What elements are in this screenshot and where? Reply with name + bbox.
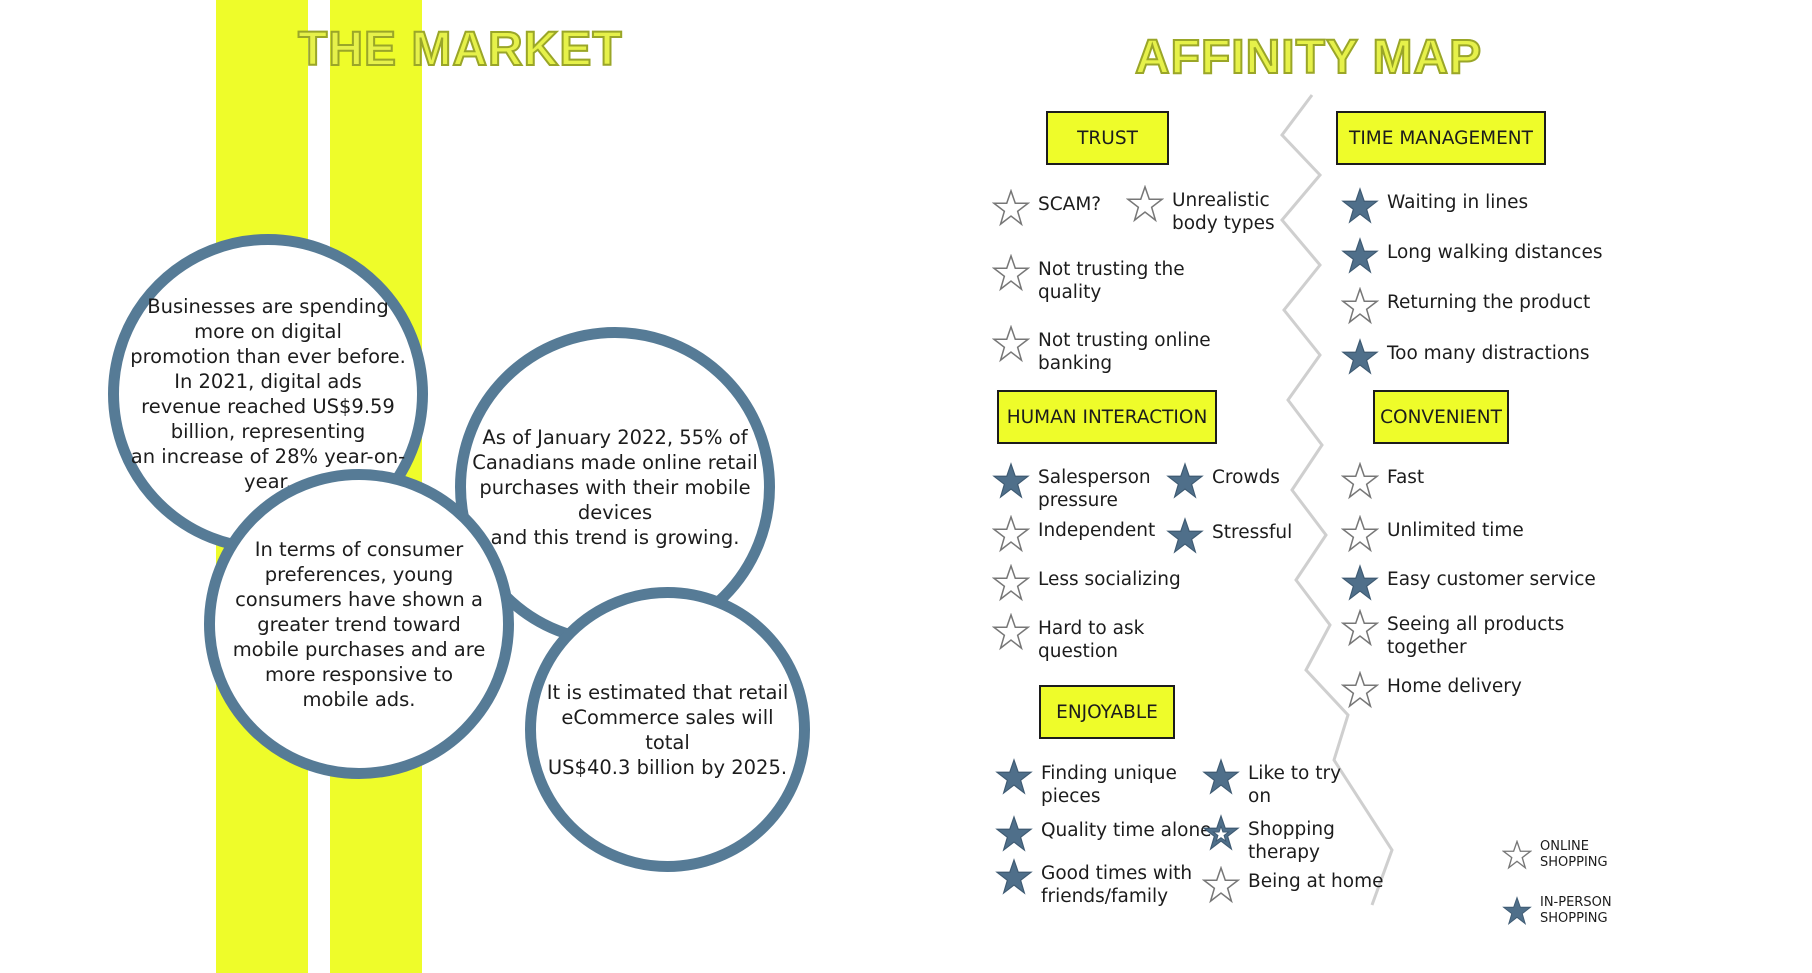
legend-label: ONLINE SHOPPING bbox=[1540, 839, 1608, 870]
item-label: Home delivery bbox=[1387, 676, 1522, 697]
item-label: Long walking distances bbox=[1387, 242, 1603, 263]
human-item-hard-to-ask: Hard to ask question bbox=[992, 613, 1145, 663]
item-label: Good times with friends/family bbox=[1041, 863, 1193, 907]
human-item-salesperson-pressure: Salesperson pressure bbox=[992, 462, 1151, 512]
legend-in-person-shopping: IN-PERSON SHOPPING bbox=[1502, 895, 1612, 927]
in-person-star-icon bbox=[1341, 187, 1379, 224]
fact-circle-ecommerce-forecast: It is estimated that retail eCommerce sa… bbox=[525, 587, 810, 872]
legend-online-shopping: ONLINE SHOPPING bbox=[1502, 839, 1608, 871]
online-star-icon bbox=[1341, 515, 1379, 553]
affinity-map-title: AFFINITY MAP bbox=[1134, 30, 1483, 85]
both-star-icon bbox=[1202, 814, 1240, 851]
item-label: Independent bbox=[1038, 520, 1156, 541]
online-star-icon bbox=[1341, 287, 1379, 325]
online-star-icon bbox=[1126, 185, 1164, 223]
market-title: THE MARKET bbox=[297, 22, 623, 77]
in-person-star-icon bbox=[1166, 517, 1204, 554]
fact-circle-mobile-purchases: As of January 2022, 55% of Canadians mad… bbox=[455, 327, 775, 647]
category-convenient: CONVENIENT bbox=[1373, 390, 1509, 444]
online-star-icon bbox=[992, 254, 1030, 292]
fact-text: It is estimated that retail eCommerce sa… bbox=[546, 680, 789, 779]
enjoyable-item-quality-time: Quality time alone bbox=[995, 815, 1212, 853]
item-label: Unlimited time bbox=[1387, 520, 1524, 541]
trust-item-not-trusting-banking: Not trusting online banking bbox=[992, 325, 1211, 375]
in-person-star-icon bbox=[1341, 338, 1379, 375]
item-label: Seeing all products together bbox=[1387, 614, 1565, 658]
time-item-waiting-lines: Waiting in lines bbox=[1341, 187, 1529, 225]
item-label: Fast bbox=[1387, 467, 1425, 488]
item-label: Stressful bbox=[1212, 522, 1293, 543]
in-person-star-icon bbox=[992, 462, 1030, 499]
in-person-star-icon bbox=[995, 815, 1033, 852]
item-label: Less socializing bbox=[1038, 569, 1181, 590]
convenient-item-customer-service: Easy customer service bbox=[1341, 564, 1596, 602]
human-item-independent: Independent bbox=[992, 515, 1156, 553]
item-label: Unrealistic body types bbox=[1172, 190, 1275, 234]
online-star-icon bbox=[992, 515, 1030, 553]
item-label: Too many distractions bbox=[1387, 343, 1590, 364]
enjoyable-item-unique-pieces: Finding unique pieces bbox=[995, 758, 1177, 808]
trust-item-not-trusting-quality: Not trusting the quality bbox=[992, 254, 1185, 304]
human-item-less-socializing: Less socializing bbox=[992, 564, 1181, 602]
category-human-interaction: HUMAN INTERACTION bbox=[997, 390, 1217, 444]
trust-item-scam: SCAM? bbox=[992, 189, 1102, 227]
convenient-item-unlimited-time: Unlimited time bbox=[1341, 515, 1524, 553]
in-person-star-icon bbox=[1166, 462, 1204, 499]
item-label: Returning the product bbox=[1387, 292, 1591, 313]
online-star-icon bbox=[1341, 462, 1379, 500]
item-label: Finding unique pieces bbox=[1041, 763, 1177, 807]
category-enjoyable: ENJOYABLE bbox=[1039, 685, 1175, 739]
enjoyable-item-try-on: Like to try on bbox=[1202, 758, 1342, 808]
fact-text: Businesses are spending more on digital … bbox=[130, 295, 406, 493]
online-star-icon bbox=[992, 564, 1030, 602]
online-star-icon bbox=[1341, 671, 1379, 709]
in-person-star-icon bbox=[995, 758, 1033, 795]
convenient-item-fast: Fast bbox=[1341, 462, 1425, 500]
category-time-management: TIME MANAGEMENT bbox=[1336, 111, 1546, 165]
online-star-icon bbox=[992, 613, 1030, 651]
fact-circle-young-consumers: In terms of consumer preferences, young … bbox=[204, 469, 514, 779]
category-trust: TRUST bbox=[1046, 111, 1169, 165]
in-person-star-icon bbox=[1502, 896, 1532, 925]
item-label: Being at home bbox=[1248, 871, 1384, 892]
item-label: Easy customer service bbox=[1387, 569, 1596, 590]
online-star-icon bbox=[1502, 840, 1532, 870]
item-label: Not trusting the quality bbox=[1038, 259, 1185, 303]
item-label: Salesperson pressure bbox=[1038, 467, 1151, 511]
trust-item-unrealistic-body-types: Unrealistic body types bbox=[1126, 185, 1275, 235]
in-person-star-icon bbox=[995, 858, 1033, 895]
enjoyable-item-good-times: Good times with friends/family bbox=[995, 858, 1193, 908]
online-star-icon bbox=[992, 189, 1030, 227]
time-item-long-walking: Long walking distances bbox=[1341, 237, 1603, 275]
human-item-stressful: Stressful bbox=[1166, 517, 1293, 555]
item-label: Crowds bbox=[1212, 467, 1280, 488]
fact-text: As of January 2022, 55% of Canadians mad… bbox=[472, 425, 758, 549]
time-item-returning-product: Returning the product bbox=[1341, 287, 1591, 325]
item-label: Like to try on bbox=[1248, 763, 1342, 807]
online-star-icon bbox=[1202, 866, 1240, 904]
enjoyable-item-shopping-therapy: Shopping therapy bbox=[1202, 814, 1335, 864]
item-label: Shopping therapy bbox=[1248, 819, 1335, 863]
item-label: Hard to ask question bbox=[1038, 618, 1145, 662]
enjoyable-item-being-at-home: Being at home bbox=[1202, 866, 1384, 904]
in-person-star-icon bbox=[1341, 237, 1379, 274]
time-item-distractions: Too many distractions bbox=[1341, 338, 1590, 376]
in-person-star-icon bbox=[1341, 564, 1379, 601]
item-label: Waiting in lines bbox=[1387, 192, 1529, 213]
convenient-item-home-delivery: Home delivery bbox=[1341, 671, 1522, 709]
online-star-icon bbox=[992, 325, 1030, 363]
convenient-item-seeing-all-products: Seeing all products together bbox=[1341, 609, 1565, 659]
fact-text: In terms of consumer preferences, young … bbox=[232, 537, 486, 711]
online-star-icon bbox=[1341, 609, 1379, 647]
human-item-crowds: Crowds bbox=[1166, 462, 1280, 500]
in-person-star-icon bbox=[1202, 758, 1240, 795]
item-label: SCAM? bbox=[1038, 194, 1102, 215]
item-label: Not trusting online banking bbox=[1038, 330, 1211, 374]
item-label: Quality time alone bbox=[1041, 820, 1212, 841]
legend-label: IN-PERSON SHOPPING bbox=[1540, 895, 1612, 926]
